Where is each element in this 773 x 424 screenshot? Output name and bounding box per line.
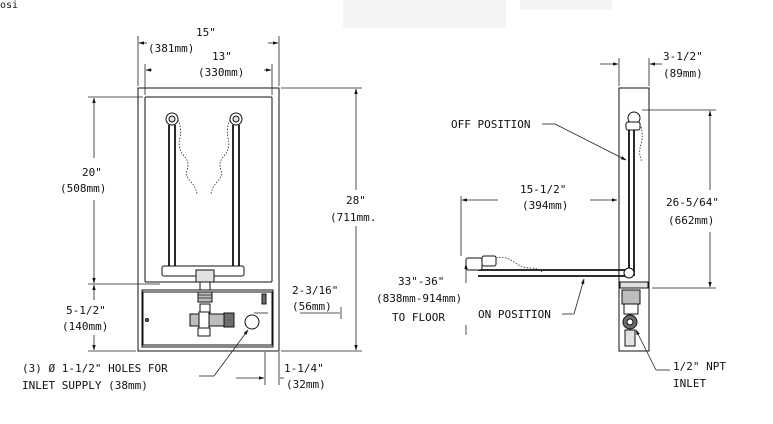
dim-floor-height-mm: (838mm-914mm) [376,292,462,305]
off-position-label: OFF POSITION [451,118,530,131]
dim-upper-height-mm: (508mm) [60,182,106,195]
side-view: 3-1/2" (89mm) 26-5/64" (662mm) OFF POSIT… [376,50,726,390]
inlet-hole-icon [244,314,260,330]
dim-height: 26-5/64" [666,196,719,209]
dim-overall-width: 15" [196,26,216,39]
side-shelf [619,281,649,289]
scan-artefact [520,0,612,10]
leader-line [554,123,627,161]
dim-floor-height: 33"-36" [398,275,444,288]
dim-reach-mm: (394mm) [522,199,568,212]
leader-line [573,278,585,315]
right-spray-head [210,112,243,268]
front-yoke [161,265,245,303]
front-upper-panel [144,96,273,283]
dim-overall-height-mm: (711mm. [330,211,376,224]
off-position-head [625,111,643,163]
npt-label: 1/2" NPT [673,360,726,373]
side-housing [618,87,650,352]
dim-overall-width-mm: (381mm) [148,42,194,55]
on-position-head [465,255,543,273]
holes-note-1: (3) Ø 1-1/2" HOLES FOR [22,362,168,375]
on-position-label: ON POSITION [478,308,551,321]
left-spray-head [165,112,198,268]
side-inlet [621,289,641,347]
dim-reach: 15-1/2" [520,183,566,196]
holes-note-2: INLET SUPPLY (38mm) [22,379,148,392]
front-view: 15" (381mm) 13" (330mm) 20" (508mm) 5-1/… [22,26,376,392]
dim-overall-height: 28" [346,194,366,207]
dim-offset: 2-3/16" [292,284,338,297]
dim-depth: 3-1/2" [663,50,703,63]
dim-offset-mm: (56mm) [292,300,332,313]
dim-side-offset-mm: (32mm) [286,378,326,391]
front-screw [145,318,149,322]
leader-line [635,329,657,371]
fragment-text: osi [0,0,18,11]
dim-inner-width-mm: (330mm) [198,66,244,79]
scan-artefact [343,0,506,28]
dim-lower-height-mm: (140mm) [62,320,108,333]
dim-depth-mm: (89mm) [663,67,703,80]
inlet-label: INLET [673,377,706,390]
dim-upper-height: 20" [82,166,102,179]
front-hinge [261,293,267,305]
leader-line [213,329,249,377]
front-cabinet-outline [137,87,280,352]
dim-inner-width: 13" [212,50,232,63]
dim-height-mm: (662mm) [668,214,714,227]
front-valve [189,303,260,337]
dim-lower-height: 5-1/2" [66,304,106,317]
dim-side-offset: 1-1/4" [284,362,324,375]
to-floor-label: TO FLOOR [392,311,445,324]
pivot-icon [623,267,635,279]
